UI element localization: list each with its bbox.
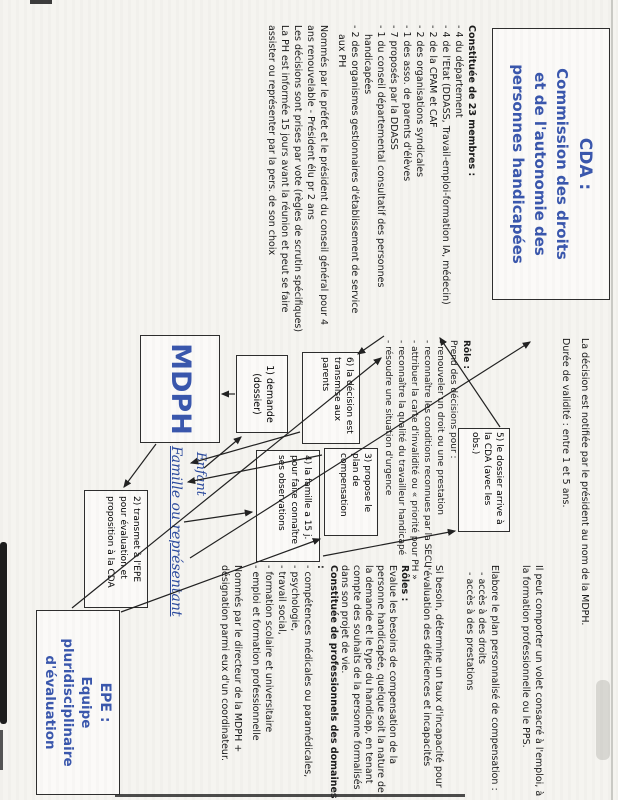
step5-box: 5) le dossier arrive à la CDA (avec les … xyxy=(458,428,510,532)
epe-plan-note: Il peut comporter un volet consacré à l'… xyxy=(520,565,545,797)
epe-title: EPE : xyxy=(97,682,113,723)
step-line: 3) propose le xyxy=(362,453,372,513)
step-line: (dossier) xyxy=(251,373,262,415)
step-line: 5) le dossier arrive à xyxy=(494,432,504,525)
step-line: compensation xyxy=(338,453,348,517)
step3-box: 3) propose le plan de compensation xyxy=(324,448,378,536)
step-line: 4) la famille a 15 j. xyxy=(302,455,312,540)
cda-subtitle-line: et de l'autonomie des xyxy=(531,72,549,256)
cda-subtitle-line: Commission des droits xyxy=(553,68,571,260)
list-item: - compétences médicales ou paramédicales… xyxy=(302,565,313,778)
list-item: - formation scolaire et universitaire xyxy=(263,565,274,733)
step-line: 2) transmet à l'EPE xyxy=(131,496,141,583)
epe-subtitle-line: pluridisciplinaire xyxy=(60,638,76,767)
epe-plan-heading: Elabore le plan personnalisé de compensa… xyxy=(489,565,500,791)
list-item: - emploi et formation professionnelle xyxy=(250,565,261,741)
step-line: 6) la décision est xyxy=(344,357,354,434)
epe-subtitle-line: d'évaluation xyxy=(42,655,58,750)
step-line: pour évaluation et xyxy=(118,496,128,579)
step-line: ses observations xyxy=(276,455,286,531)
cda-title-box: CDA : Commission des droits et de l'auto… xyxy=(492,28,610,300)
arrow-family-to-step4 xyxy=(183,509,254,523)
step-line: 1) demande xyxy=(264,365,275,423)
step-line: la CDA (avec les obs.) xyxy=(470,432,492,506)
epe-constitution-heading: Constituée de professionnels des domaine… xyxy=(315,565,339,799)
list-item: - résoudre une situation d'urgence xyxy=(383,340,393,496)
list-item: - 7 proposés par la DDASS xyxy=(388,25,399,150)
list-item: - 2 des organisations syndicales xyxy=(414,25,425,178)
epe-roles-text: Evalue les besoins de compensation de la… xyxy=(339,565,398,793)
list-item: - accès à des prestations xyxy=(464,572,475,691)
cda-subtitle-line: personnes handicapées xyxy=(509,64,527,264)
cda-note: Les décisions sont prises par vote (règl… xyxy=(292,25,303,333)
epe-roles-heading: Rôles : xyxy=(399,565,410,602)
epe-plan-block: Elabore le plan personnalisé de compensa… xyxy=(463,565,500,800)
family-handwriting-famille: Famille ou représentant xyxy=(168,446,184,617)
epe-subtitle-line: Equipe xyxy=(78,676,94,729)
epe-constitution-block: Constituée de professionnels des domaine… xyxy=(218,565,340,800)
list-item: - 1 du conseil départemental consultatif… xyxy=(362,25,386,288)
arrow-mdph-to-step2 xyxy=(123,443,157,488)
epe-roles-block: Rôles : Evalue les besoins de compensati… xyxy=(338,565,410,800)
step1-box: 1) demande (dossier) xyxy=(236,355,288,433)
list-item: - reconnaître les conditions reconnues p… xyxy=(422,340,432,568)
step-line: proposition à la CDA xyxy=(105,496,115,588)
epe-title-box: EPE : Equipe pluridisciplinaire d'évalua… xyxy=(36,610,120,795)
step-line: parents xyxy=(320,357,330,392)
cda-members-block: Constituée de 23 membres : - 4 du départ… xyxy=(265,25,478,333)
list-item: - attribuer la carte d'invalidité ou « p… xyxy=(409,340,419,580)
list-item: - 2 des organismes gestionnaires d'établ… xyxy=(336,25,360,314)
step-line: plan de xyxy=(350,453,360,487)
list-item: - 4 de l'Etat (DDASS, Travail-emploi-for… xyxy=(440,25,451,305)
step4-box: 4) la famille a 15 j. pour faire connaît… xyxy=(256,450,320,562)
step6-box: 6) la décision est transmise aux parents xyxy=(302,352,360,444)
mdph-title: MDPH xyxy=(165,343,196,435)
epe-taux-block: Si besoin, détermine un taux d'incapacit… xyxy=(421,565,444,788)
epe-constitution-note: Nommés par le directeur de la MDPH + dés… xyxy=(219,565,243,762)
list-item: - 2 de la CPAM et CAF xyxy=(427,25,438,128)
step-line: pour faire connaître xyxy=(289,455,299,545)
cda-decision-note: La décision est notifiée par le présiden… xyxy=(556,338,594,638)
list-item: - 1 des asso. de parents d'élèves xyxy=(401,25,412,182)
cda-members-heading: Constituée de 23 membres : xyxy=(466,25,477,177)
list-item: - reconnaître la qualité du travailleur … xyxy=(396,340,406,556)
list-item: - accès à des droits xyxy=(476,572,488,665)
list-item: - renouveler un droit ou une prestation xyxy=(435,340,445,516)
decision-note-line: Durée de validité : entre 1 et 5 ans. xyxy=(560,338,571,508)
cda-note: La PH est informée 15 jours avant la réu… xyxy=(266,25,290,313)
cda-note: Nommés par le préfet et le président du … xyxy=(305,25,329,326)
decision-note-line: La décision est notifiée par le présiden… xyxy=(579,338,590,626)
cda-title: CDA : xyxy=(575,137,595,191)
step2-box: 2) transmet à l'EPE pour évaluation et p… xyxy=(84,490,148,608)
mdph-box: MDPH xyxy=(140,335,220,443)
list-item: - psychologie, xyxy=(289,565,300,632)
step-line: transmise aux xyxy=(332,357,342,422)
family-handwriting-enfant: Enfant xyxy=(193,452,208,497)
list-item: - travail social, xyxy=(276,565,287,635)
list-item: - 4 du département xyxy=(453,25,464,118)
